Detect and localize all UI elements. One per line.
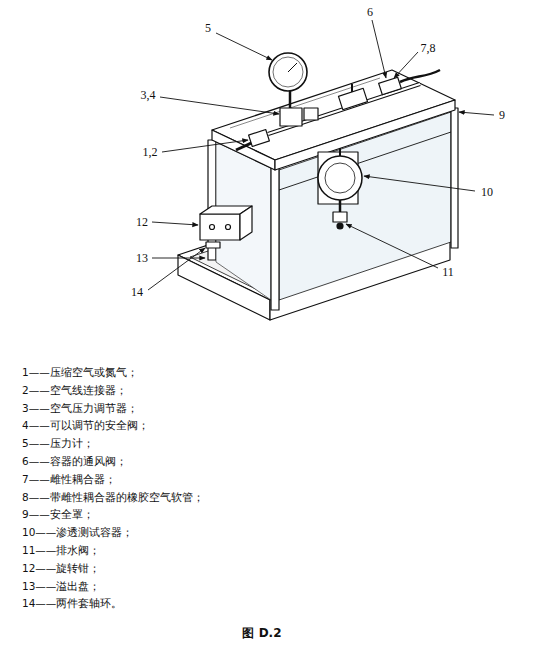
key-entry: 13——溢出盘； xyxy=(22,580,100,593)
callout-number: 10 xyxy=(480,185,494,199)
key-entry: 10——渗透测试容器； xyxy=(22,526,133,539)
callout-number: 7,8 xyxy=(420,41,437,55)
key-entry: 6——容器的通风阀； xyxy=(22,455,127,468)
callout-number: 11 xyxy=(441,265,455,279)
callout-number: 14 xyxy=(130,285,144,299)
penetration-test-container xyxy=(318,156,362,200)
key-entry: 5——压力计； xyxy=(22,437,94,450)
leader-lines xyxy=(148,20,494,290)
key-entry: 12——旋转钳； xyxy=(22,562,100,575)
key-entry: 1——压缩空气或氮气； xyxy=(22,366,138,379)
callout-number: 12 xyxy=(135,215,149,229)
key-entry: 3——空气压力调节器； xyxy=(22,402,138,415)
pressure-gauge xyxy=(269,53,307,91)
callout-number: 1,2 xyxy=(142,145,159,159)
key-entry: 7——雌性耦合器； xyxy=(22,473,116,486)
callout-number: 3,4 xyxy=(140,88,157,102)
air-line-connector xyxy=(249,130,270,147)
key-entry: 8——带雌性耦合器的橡胶空气软管； xyxy=(22,491,204,504)
female-coupler xyxy=(379,77,402,95)
key-entry: 4——可以调节的安全阀； xyxy=(22,419,149,432)
swivel-clamp xyxy=(200,214,240,240)
drain-valve xyxy=(333,212,347,222)
key-entry: 11——排水阀； xyxy=(22,544,100,557)
key-entry: 2——空气线连接器； xyxy=(22,384,127,397)
callout-number: 9 xyxy=(498,108,506,122)
key-entry: 14——两件套轴环。 xyxy=(22,597,122,610)
pressure-regulator xyxy=(280,108,302,126)
callout-number: 13 xyxy=(135,251,149,265)
callout-number: 6 xyxy=(366,5,374,19)
figure-caption: 图 D.2 xyxy=(242,626,281,640)
rubber-air-hose xyxy=(400,70,440,82)
callout-number: 5 xyxy=(204,21,212,35)
two-piece-collar xyxy=(206,242,220,248)
key-entry: 9——安全罩； xyxy=(22,508,94,521)
